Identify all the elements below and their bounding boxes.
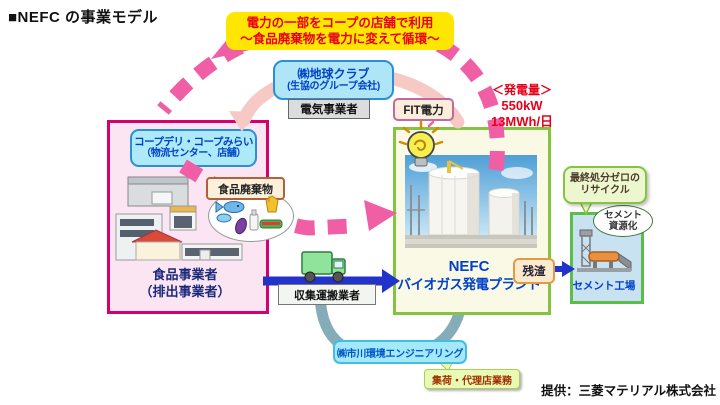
credit-text: 提供：三菱マテリアル株式会社 — [541, 384, 716, 398]
residue-label: 残渣 — [513, 258, 555, 284]
page-title: ■NEFC の事業モデル — [8, 9, 159, 26]
transport-label: 収集運搬業者 — [278, 284, 376, 305]
cement-factory-label: セメント工場 — [572, 280, 636, 292]
coop-subtitle: （物流センター、店舗） — [141, 148, 246, 159]
zero-waste-bubble: 最終処分ゼロの リサイクル — [563, 166, 647, 204]
agency-role-bubble: 集荷・代理店業務 — [424, 369, 520, 389]
power-usage-banner: 電力の一部をコープの店舗で利用 ～食品廃棄物を電力に変えて循環～ — [226, 12, 454, 50]
fit-power-label: FIT電力 — [393, 98, 454, 121]
cement-recycle-oval: セメント 資源化 — [593, 205, 653, 237]
coop-name: コープデリ・コープみらい — [134, 136, 253, 148]
light-bulb-icon — [398, 120, 444, 167]
food-business-label: 食品事業者 （排出事業者） — [139, 267, 231, 299]
collector-company-box: ㈱市川環境エンジニアリング — [333, 340, 467, 364]
chikyu-club-box: ㈱地球クラブ (生協のグループ会社) — [273, 60, 394, 100]
generation-stats: ＜発電量＞ 550kW 13MWh/日 — [490, 83, 554, 129]
electric-operator-label: 電気事業者 — [288, 99, 370, 119]
truck-icon — [301, 251, 346, 283]
coop-name-box: コープデリ・コープみらい （物流センター、店舗） — [130, 129, 257, 167]
cement-factory-icon — [577, 229, 632, 272]
food-waste-icon — [215, 195, 283, 235]
plant-name: NEFC バイオガス発電プラント — [397, 258, 542, 292]
